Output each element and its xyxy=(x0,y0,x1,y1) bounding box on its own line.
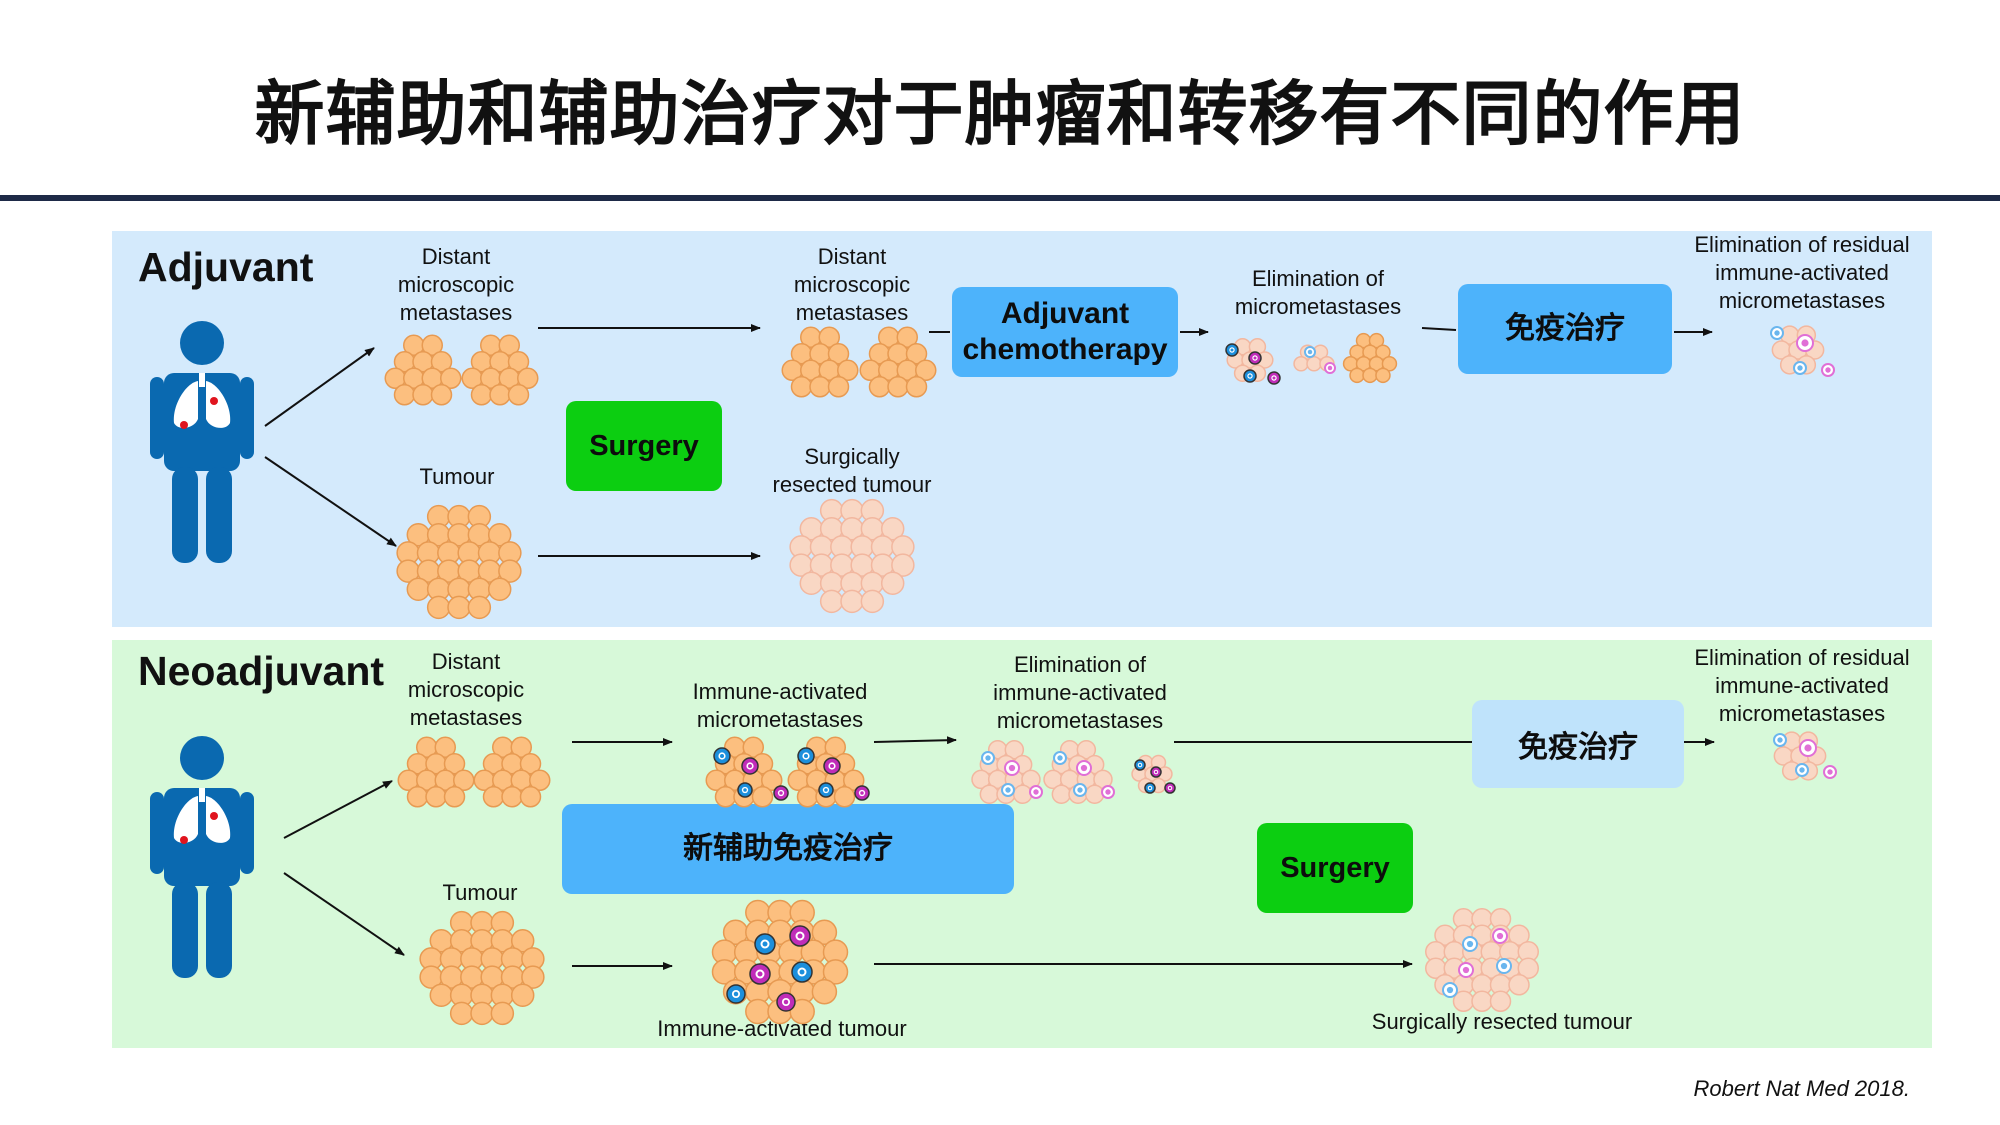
neoadjuvant-label: Neoadjuvant xyxy=(138,648,385,694)
adj-patient-icon xyxy=(150,321,254,563)
citation: Robert Nat Med 2018. xyxy=(1693,1076,1910,1101)
neo-patient-icon xyxy=(150,736,254,978)
adj-immunotherapy-box: 免疫治疗 xyxy=(1458,284,1672,374)
neo-resected-label: Surgically resected tumour xyxy=(1371,1009,1633,1034)
neo-immuno-box: 免疫治疗 xyxy=(1472,700,1684,788)
adjuvant-label: Adjuvant xyxy=(138,244,314,290)
neo-surgery-box: Surgery xyxy=(1257,823,1413,913)
title-divider xyxy=(0,195,2000,201)
adj-tumour-label: Tumour xyxy=(419,464,495,489)
neo-tumour-label: Tumour xyxy=(442,880,518,905)
adj-surgery-box: Surgery xyxy=(566,401,722,491)
neo-immunotherapy-box: 新辅助免疫治疗 xyxy=(562,804,1014,894)
page-title: 新辅助和辅助治疗对于肿瘤和转移有不同的作用 xyxy=(254,73,1746,155)
